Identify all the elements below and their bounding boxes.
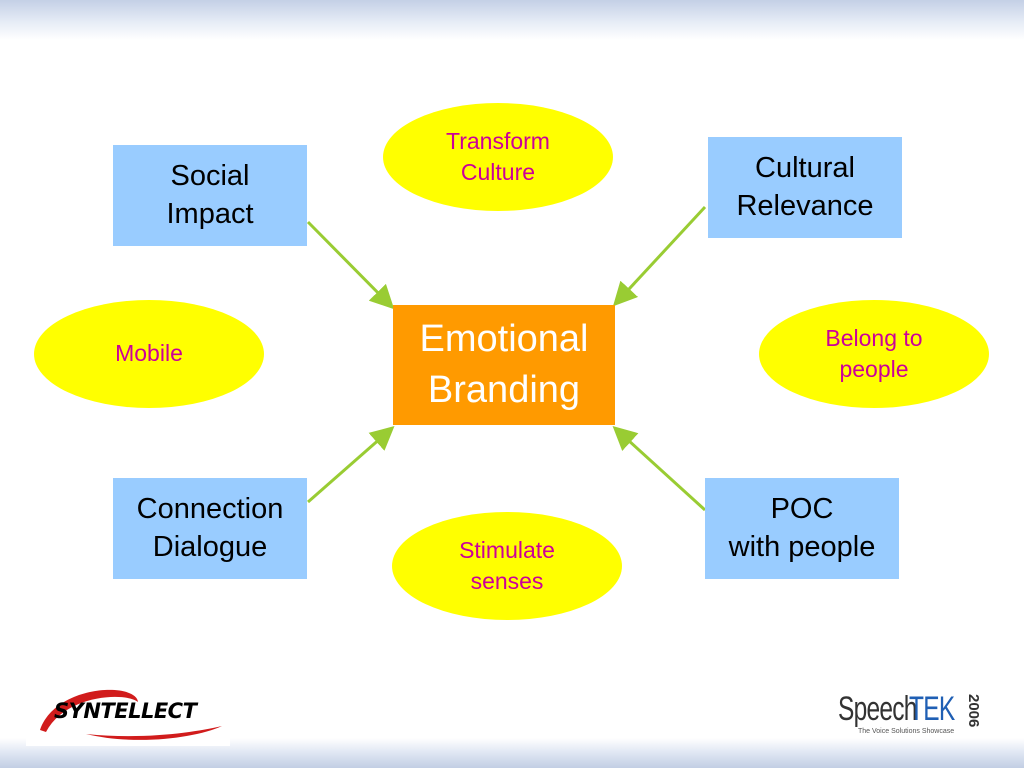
- oval-mobile: Mobile: [34, 300, 264, 408]
- arrow-cultural-relevance: [612, 205, 707, 307]
- speechtek-speech-word: Speech: [838, 690, 917, 728]
- top-gradient-band: [0, 0, 1024, 40]
- oval-belong-to-people: Belong to people: [759, 300, 989, 408]
- speechtek-year: 2006: [965, 694, 982, 728]
- oval-belong-to-people-label: Belong to people: [825, 324, 923, 382]
- box-cultural-relevance: Cultural Relevance: [708, 137, 902, 238]
- oval-transform-culture-label: Transform Culture: [446, 127, 550, 185]
- oval-stimulate-senses-label: Stimulate senses: [459, 536, 555, 594]
- speechtek-tek-word: TEK: [909, 690, 955, 728]
- box-poc-label: POC with people: [728, 492, 876, 563]
- box-poc: POC with people: [705, 478, 899, 579]
- arrow-poc: [612, 425, 707, 512]
- syntellect-logo: SYNTELLECT: [26, 680, 230, 746]
- center-emotional-branding: Emotional Branding: [393, 305, 615, 425]
- speechtek-logo: Speech TEK 2006 The Voice Solutions Show…: [838, 690, 988, 740]
- syntellect-swoosh-icon: [40, 689, 222, 740]
- arrow-connection-dialogue: [307, 426, 395, 504]
- oval-transform-culture: Transform Culture: [383, 103, 613, 211]
- speechtek-tagline: The Voice Solutions Showcase: [858, 728, 955, 735]
- box-connection-dialogue-label: Connection Dialogue: [136, 492, 284, 563]
- oval-stimulate-senses: Stimulate senses: [392, 512, 622, 620]
- box-cultural-relevance-label: Cultural Relevance: [736, 151, 874, 222]
- syntellect-wordmark: SYNTELLECT: [54, 699, 197, 723]
- box-social-impact: Social Impact: [113, 145, 307, 246]
- center-label: Emotional Branding: [419, 318, 589, 411]
- box-connection-dialogue: Connection Dialogue: [113, 478, 307, 579]
- arrow-social-impact: [306, 220, 395, 310]
- box-social-impact-label: Social Impact: [166, 159, 254, 230]
- oval-mobile-label: Mobile: [115, 340, 183, 367]
